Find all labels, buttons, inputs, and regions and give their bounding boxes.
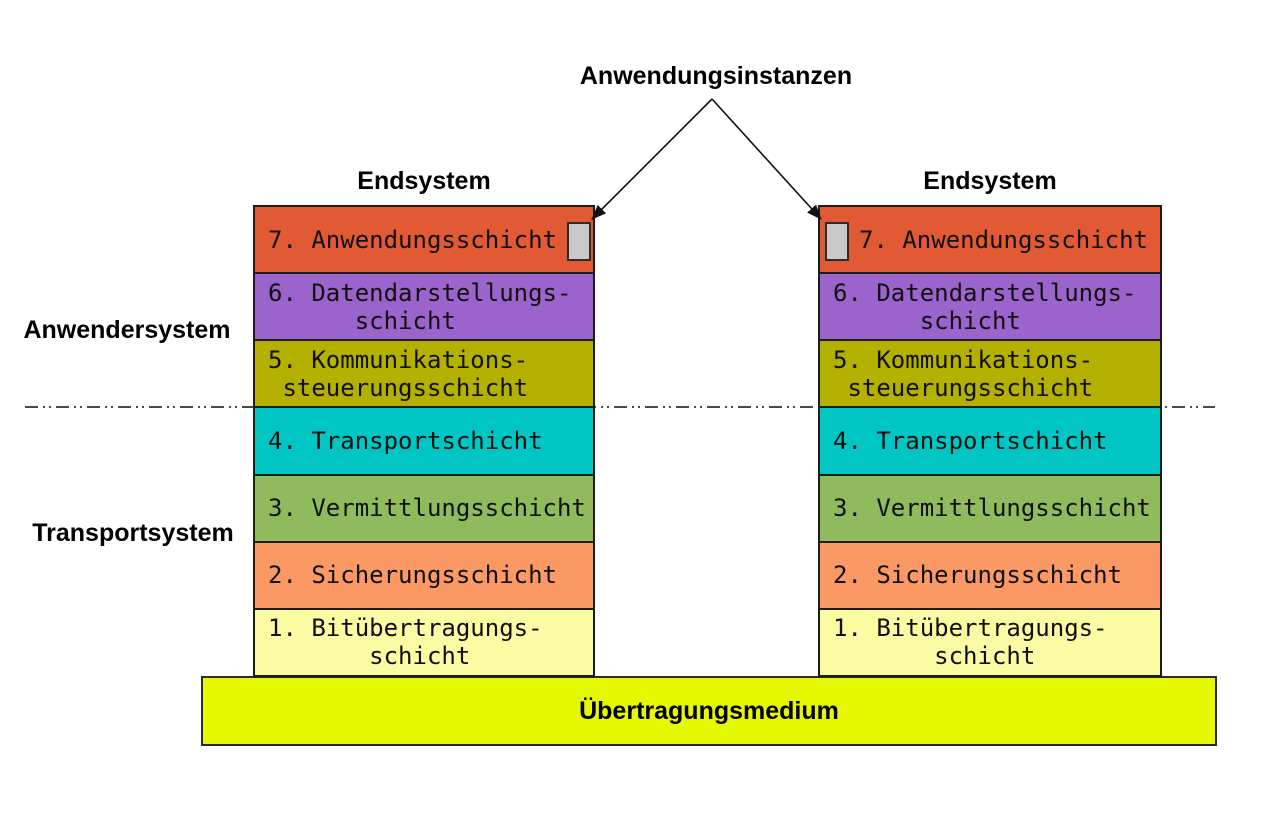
layer-7-anwendungsschicht: 7. Anwendungsschicht: [820, 207, 1160, 275]
endsystem-stack-right: 7. Anwendungsschicht 6. Datendarstellung…: [818, 205, 1162, 677]
layer-4-label: 4. Transportschicht: [268, 426, 543, 455]
transmission-medium-bar: Übertragungsmedium: [201, 676, 1217, 746]
layer-6-datendarstellungsschicht: 6. Datendarstellungs- schicht: [820, 274, 1160, 342]
layer-3-vermittlungsschicht: 3. Vermittlungsschicht: [255, 475, 593, 543]
arrow-to-right-endsystem-icon: [711, 98, 822, 220]
transmission-medium-label: Übertragungsmedium: [579, 696, 839, 725]
arrow-to-left-endsystem-icon: [591, 98, 713, 220]
layer-3-label: 3. Vermittlungsschicht: [268, 494, 586, 523]
transportsystem-label: Transportsystem: [32, 519, 234, 547]
layer-1-label: 1. Bitübertragungs- schicht: [268, 614, 543, 671]
layer-7-anwendungsschicht: 7. Anwendungsschicht: [255, 207, 593, 275]
endsystem-heading-left: Endsystem: [357, 167, 491, 195]
layer-5-label: 5. Kommunikations- steuerungsschicht: [268, 345, 529, 402]
service-access-point-icon: [825, 222, 849, 261]
layer-1-bituebertragungsschicht: 1. Bitübertragungs- schicht: [255, 609, 593, 675]
layer-3-vermittlungsschicht: 3. Vermittlungsschicht: [820, 475, 1160, 543]
layer-3-label: 3. Vermittlungsschicht: [833, 494, 1151, 523]
layer-4-transportschicht: 4. Transportschicht: [820, 408, 1160, 476]
layer-2-label: 2. Sicherungsschicht: [268, 561, 557, 590]
diagram-title: Anwendungsinstanzen: [579, 62, 853, 90]
endsystem-stack-left: 7. Anwendungsschicht 6. Datendarstellung…: [253, 205, 595, 677]
layer-4-transportschicht: 4. Transportschicht: [255, 408, 593, 476]
layer-6-datendarstellungsschicht: 6. Datendarstellungs- schicht: [255, 274, 593, 342]
layer-5-kommunikationssteuerungsschicht: 5. Kommunikations- steuerungsschicht: [255, 341, 593, 409]
layer-4-label: 4. Transportschicht: [833, 426, 1108, 455]
layer-6-label: 6. Datendarstellungs- schicht: [833, 278, 1137, 335]
layer-2-sicherungsschicht: 2. Sicherungsschicht: [255, 542, 593, 610]
layer-2-sicherungsschicht: 2. Sicherungsschicht: [820, 542, 1160, 610]
layer-7-label: 7. Anwendungsschicht: [268, 225, 557, 254]
layer-5-label: 5. Kommunikations- steuerungsschicht: [833, 345, 1094, 402]
anwendersystem-label: Anwendersystem: [23, 316, 231, 344]
service-access-point-icon: [567, 222, 591, 261]
layer-7-label: 7. Anwendungsschicht: [859, 225, 1148, 254]
layer-1-bituebertragungsschicht: 1. Bitübertragungs- schicht: [820, 609, 1160, 675]
layer-6-label: 6. Datendarstellungs- schicht: [268, 278, 572, 335]
endsystem-heading-right: Endsystem: [923, 167, 1057, 195]
layer-5-kommunikationssteuerungsschicht: 5. Kommunikations- steuerungsschicht: [820, 341, 1160, 409]
layer-1-label: 1. Bitübertragungs- schicht: [833, 614, 1108, 671]
layer-2-label: 2. Sicherungsschicht: [833, 561, 1122, 590]
